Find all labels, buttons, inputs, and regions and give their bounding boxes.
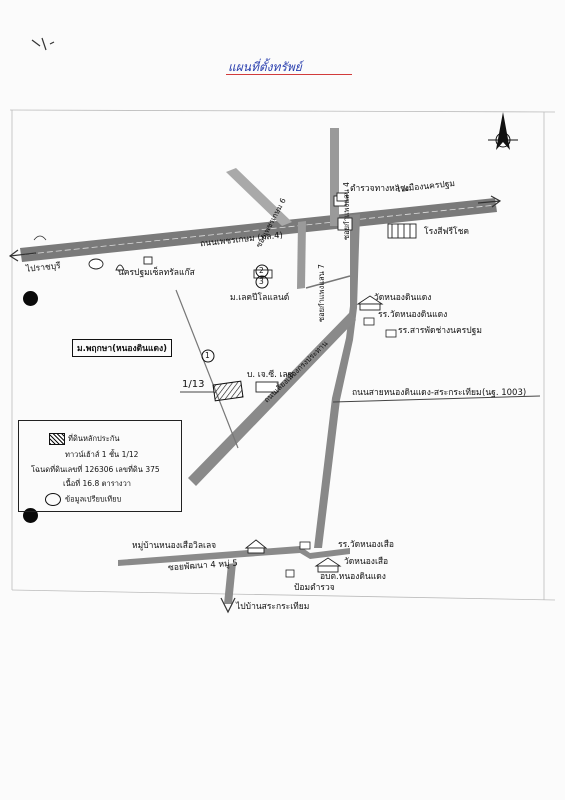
label-to-ban-sa-krathiam: ไปบ้านสระกระเทียม — [236, 602, 310, 612]
frame-bottom — [11, 589, 556, 601]
soi-kamphaengsaen-7-road — [297, 221, 306, 289]
label-tambon-office: อบต.หนองดินแดง — [320, 572, 386, 582]
soi-kamphaengsaen-4-road — [330, 128, 339, 226]
building-icon — [387, 223, 417, 239]
label-nong-din-daeng-road: ถนนสายหนองดินแดง-สระกระเทียม — [352, 388, 482, 398]
temple-icon — [314, 557, 342, 573]
map-title: แผนที่ตั้งทรัพย์ — [228, 60, 302, 74]
school-icon — [285, 317, 397, 578]
label-wat-nong-suea: วัดหนองเสือ — [344, 557, 389, 567]
legend-row-deed: โฉนดที่ดินเลขที่ 126306 เลขที่ดิน 375 — [31, 465, 160, 474]
title-underline — [226, 74, 352, 75]
punch-hole — [23, 291, 38, 306]
soi-phatthana-road — [118, 546, 350, 566]
temple-icon — [244, 539, 268, 554]
label-police-box: ป้อมตำรวจ — [294, 583, 335, 593]
label-m-lake-land: ม.เลคปีโลแลนด์ — [230, 293, 290, 303]
comparison-circle — [201, 264, 269, 363]
marker-2: 2 — [259, 266, 264, 275]
label-plot-no: 1/13 — [182, 379, 205, 390]
label-university: ม.พฤกษา(หนองดินแดง) — [72, 339, 173, 357]
label-wat-nong-din-daeng: วัดหนองดินแดง — [374, 293, 432, 303]
scan-mark — [31, 37, 55, 51]
comparison-circle-icon — [45, 493, 61, 506]
label-sitthichok-factory: โรงสีฟรีโชค — [424, 227, 470, 237]
label-school-sarapat: รร.สารพัดช่างนครปฐม — [398, 326, 482, 336]
tree-icon — [33, 235, 47, 241]
building-icon — [255, 381, 279, 393]
police-icon — [336, 192, 348, 202]
hatch-plot-icon — [212, 380, 244, 402]
label-soi-kamphaengsaen-7: ซอยกำแพงแสน 7 — [316, 264, 326, 322]
north-arrow-icon — [488, 112, 518, 150]
temple-icon — [356, 295, 384, 311]
label-bjc-company: บ. เจ.ซี. เลซ — [247, 370, 294, 380]
nong-din-daeng-road — [314, 214, 360, 548]
legend: ที่ดินหลักประกัน ทาวน์เฮ้าส์ 1 ชั้น 1/12… — [18, 420, 182, 512]
marker-1: 1 — [205, 351, 210, 360]
soi-petchkasem-6-road — [226, 168, 292, 226]
arrow-down-icon — [220, 597, 236, 614]
legend-line1: ที่ดินหลักประกัน — [68, 434, 120, 443]
label-police-station: ตำรวจทางหลวง — [350, 184, 409, 194]
road-1003-line — [332, 395, 541, 403]
gas-station-icon — [88, 256, 153, 271]
legend-line5: ข้อมูลเปรียบเทียบ — [65, 494, 122, 504]
legend-row-house: ทาวน์เฮ้าส์ 1 ชั้น 1/12 — [65, 450, 139, 459]
legend-row-plot: ที่ดินหลักประกัน — [49, 433, 120, 445]
side-road — [305, 275, 351, 289]
building-icon — [253, 269, 273, 279]
hatch-plot-icon — [49, 433, 65, 445]
label-school-wat-nong-din-daeng: รร.วัดหนองดินแดง — [378, 310, 448, 320]
bypass-road — [188, 312, 356, 486]
marker-3: 3 — [259, 277, 264, 286]
legend-row-compare: ข้อมูลเปรียบเทียบ — [45, 493, 121, 506]
road-to-sa-krathiam — [224, 563, 236, 604]
frame-top — [9, 109, 556, 113]
label-nakhon-pathom-cell: นครปฐมเซ็ลทรัลแก๊ส — [118, 268, 195, 278]
side-road — [175, 289, 239, 449]
legend-row-area: เนื้อที่ 16.8 ตารางวา — [63, 479, 132, 488]
label-school-wat-nong-suea: รร.วัดหนองเสือ — [338, 540, 394, 550]
label-village: หมู่บ้านหนองเสือวิลเลจ — [132, 541, 217, 551]
arrow-left-icon — [8, 249, 37, 262]
label-road-code: (นฐ. 1003) — [482, 388, 527, 398]
arrow-right-icon — [477, 195, 502, 208]
petchkasem-highway — [19, 198, 497, 262]
